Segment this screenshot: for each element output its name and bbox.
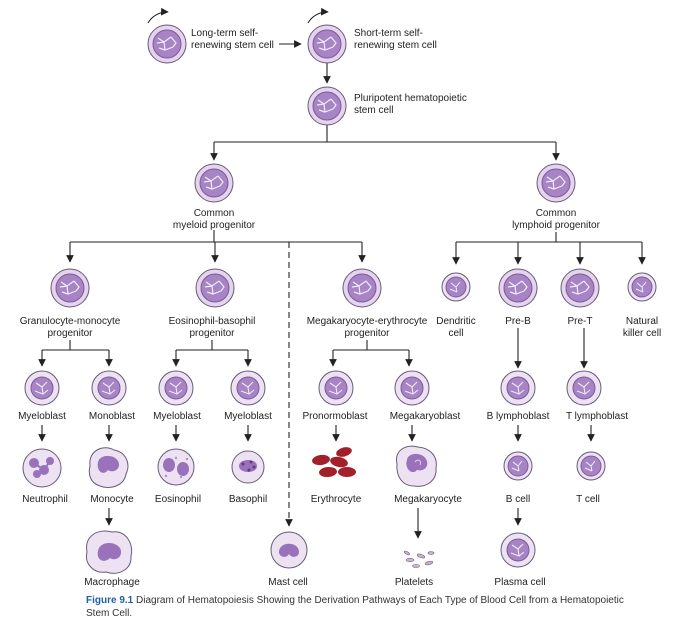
myeloblast-3-label: Myeloblast <box>224 411 272 422</box>
megakaryocyte-cell <box>396 445 437 487</box>
lt-stem-cell <box>147 24 187 64</box>
clp-cell <box>536 163 576 203</box>
neutrophil-cell <box>22 448 62 488</box>
pronormoblast-cell <box>318 370 354 406</box>
b-cell-label: B cell <box>506 494 530 505</box>
neutrophil-label: Neutrophil <box>22 494 68 505</box>
t-lymphoblast-cell <box>566 370 602 406</box>
pret-cell <box>560 268 600 308</box>
t-cell <box>576 451 606 481</box>
basophil-cell <box>231 450 265 484</box>
st-stem-label: Short-term self-renewing stem cell <box>354 28 437 51</box>
eosinophil-label: Eosinophil <box>155 494 201 505</box>
figure-caption: Figure 9.1 Diagram of Hematopoiesis Show… <box>86 594 646 620</box>
preb-label: Pre-B <box>505 316 531 327</box>
nk-cell <box>627 272 657 302</box>
myeloblast-3-cell <box>230 370 266 406</box>
erythrocyte-cells <box>312 447 356 478</box>
pronormoblast-label: Pronormoblast <box>302 411 367 422</box>
b-lymphoblast-cell <box>500 370 536 406</box>
cmp-cell <box>194 163 234 203</box>
mast-cell-label: Mast cell <box>268 577 307 588</box>
connector-lines <box>38 7 646 539</box>
megakaryoblast-cell <box>394 370 430 406</box>
gmp-cell <box>50 268 90 308</box>
plasma-cell-label: Plasma cell <box>494 577 545 588</box>
b-lymphoblast-label: B lymphoblast <box>487 411 550 422</box>
caption-text: Diagram of Hematopoiesis Showing the Der… <box>86 595 624 619</box>
plasma-cell <box>500 532 536 568</box>
myeloblast-1-cell <box>24 370 60 406</box>
st-stem-cell <box>307 24 347 64</box>
megakaryoblast-label: Megakaryoblast <box>390 411 461 422</box>
basophil-label: Basophil <box>229 494 267 505</box>
hematopoiesis-diagram: Long-term self-renewing stem cell Short-… <box>18 7 661 588</box>
myeloblast-2-cell <box>158 370 194 406</box>
pret-label: Pre-T <box>568 316 593 327</box>
figure-number: Figure 9.1 <box>86 595 134 606</box>
lt-stem-label: Long-term self-renewing stem cell <box>191 28 274 51</box>
monoblast-cell <box>91 370 127 406</box>
macrophage-cell <box>85 530 133 574</box>
dendritic-cell <box>441 272 471 302</box>
mast-cell <box>270 531 308 569</box>
preb-cell <box>498 268 538 308</box>
erythrocyte-label: Erythrocyte <box>311 494 362 505</box>
t-lymphoblast-label: T lymphoblast <box>566 411 628 422</box>
b-cell <box>503 451 533 481</box>
myeloblast-2-label: Myeloblast <box>153 411 201 422</box>
pluripotent-stem-cell <box>307 86 347 126</box>
megakaryocyte-label: Megakaryocyte <box>394 494 462 505</box>
platelets-label: Platelets <box>395 577 433 588</box>
macrophage-label: Macrophage <box>84 577 140 588</box>
mep-cell <box>342 268 382 308</box>
monoblast-label: Monoblast <box>89 411 135 422</box>
monocyte-cell <box>88 447 129 488</box>
platelet-cells <box>404 550 435 568</box>
eosinophil-cell <box>157 448 195 486</box>
t-cell-label: T cell <box>576 494 600 505</box>
myeloblast-1-label: Myeloblast <box>18 411 66 422</box>
monocyte-label: Monocyte <box>90 494 134 505</box>
ebp-cell <box>195 268 235 308</box>
